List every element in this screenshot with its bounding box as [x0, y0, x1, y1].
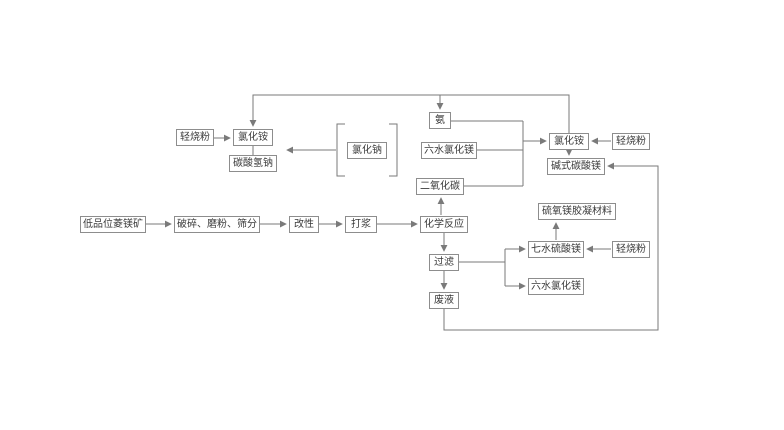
node-basic-magnesium-carbonate: 碱式碳酸镁 — [547, 158, 605, 175]
node-carbon-dioxide: 二氧化碳 — [416, 178, 464, 195]
node-modification: 改性 — [289, 216, 319, 233]
node-magnesium-sulfate-heptahydrate: 七水硫酸镁 — [528, 241, 584, 258]
node-magnesium-chloride-hexahydrate-top: 六水氯化镁 — [421, 142, 477, 159]
node-light-burned-powder-top-left: 轻烧粉 — [176, 129, 214, 146]
edge-right-group-collector — [451, 120, 524, 187]
node-magnesium-oxysulfate-cement: 硫氧镁胶凝材料 — [538, 203, 616, 220]
node-chemical-reaction: 化学反应 — [420, 216, 468, 233]
node-light-burned-powder-mid-right: 轻烧粉 — [612, 241, 650, 258]
node-ammonium-chloride-right: 氯化铵 — [549, 133, 589, 150]
edge-bottom-recycle — [443, 162, 659, 331]
node-magnesium-chloride-hexahydrate-bottom: 六水氯化镁 — [528, 278, 584, 295]
node-sodium-bicarbonate: 碳酸氢钠 — [229, 155, 277, 172]
node-ammonium-chloride-left: 氯化铵 — [233, 129, 273, 146]
node-waste-liquid: 废液 — [429, 292, 459, 309]
bracket-right — [389, 123, 398, 177]
node-ammonia: 氨 — [429, 112, 451, 129]
node-crushing-grinding-sieving: 破碎、磨粉、筛分 — [174, 216, 260, 233]
node-filtration: 过滤 — [429, 254, 459, 271]
edge-top-recycle — [249, 94, 570, 133]
bracket-left — [336, 123, 345, 177]
node-low-grade-magnesite: 低品位菱镁矿 — [80, 216, 146, 233]
node-sodium-chloride: 氯化钠 — [347, 142, 387, 159]
node-pulping: 打浆 — [345, 216, 377, 233]
node-light-burned-powder-top-right: 轻烧粉 — [612, 133, 650, 150]
edge-filtration-branch — [459, 249, 506, 286]
